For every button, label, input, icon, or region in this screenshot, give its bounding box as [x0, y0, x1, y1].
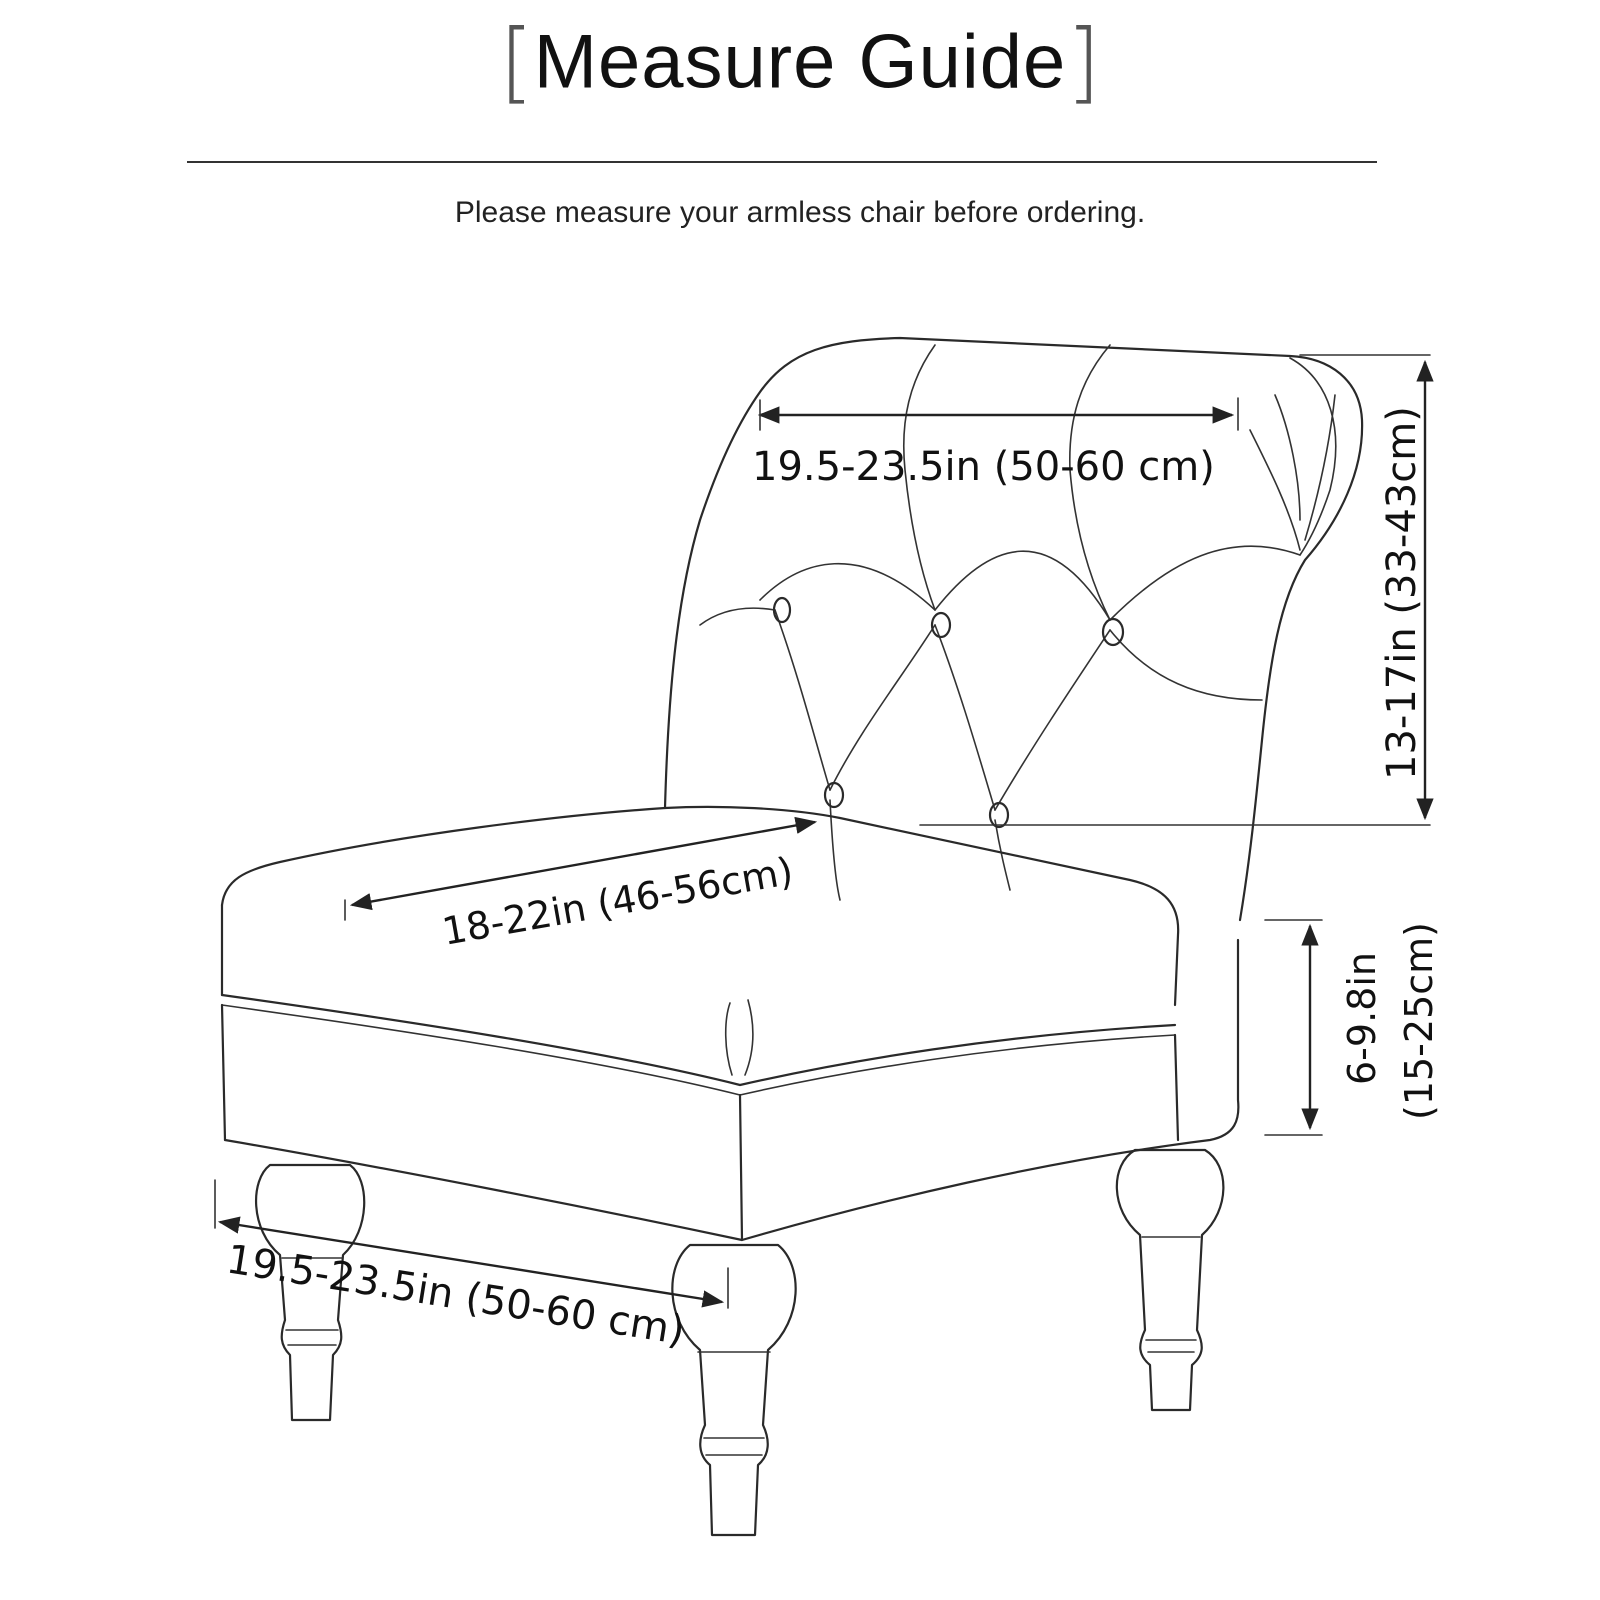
seat-depth-label: 18-22in (46-56cm): [439, 849, 796, 954]
dimension-lines: [214, 354, 1434, 1309]
seat-depth-arrow: [349, 816, 818, 911]
header: [Measure Guide] Please measure your arml…: [0, 0, 1600, 250]
right-bracket: ]: [1066, 10, 1101, 113]
title-wrap: [Measure Guide]: [0, 18, 1600, 106]
header-divider: [187, 161, 1377, 163]
seat-height-cm-label: (15-25cm): [1397, 922, 1441, 1120]
chair-seat: [220, 805, 1240, 1242]
seat-width-label: 19.5-23.5in (50-60 cm): [223, 1236, 687, 1354]
backrest-width-label: 19.5-23.5in (50-60 cm): [752, 444, 1215, 490]
chair-legs: [254, 1148, 1225, 1537]
page-title: Measure Guide: [533, 19, 1067, 105]
backrest-height-label: 13-17in (33-43cm): [1379, 406, 1425, 780]
left-bracket: [: [499, 10, 534, 113]
chair-backrest: [663, 336, 1364, 922]
subtitle: Please measure your armless chair before…: [454, 196, 1146, 229]
seat-width-arrow: [217, 1216, 725, 1308]
seat-height-label: 6-9.8in: [1340, 952, 1384, 1085]
